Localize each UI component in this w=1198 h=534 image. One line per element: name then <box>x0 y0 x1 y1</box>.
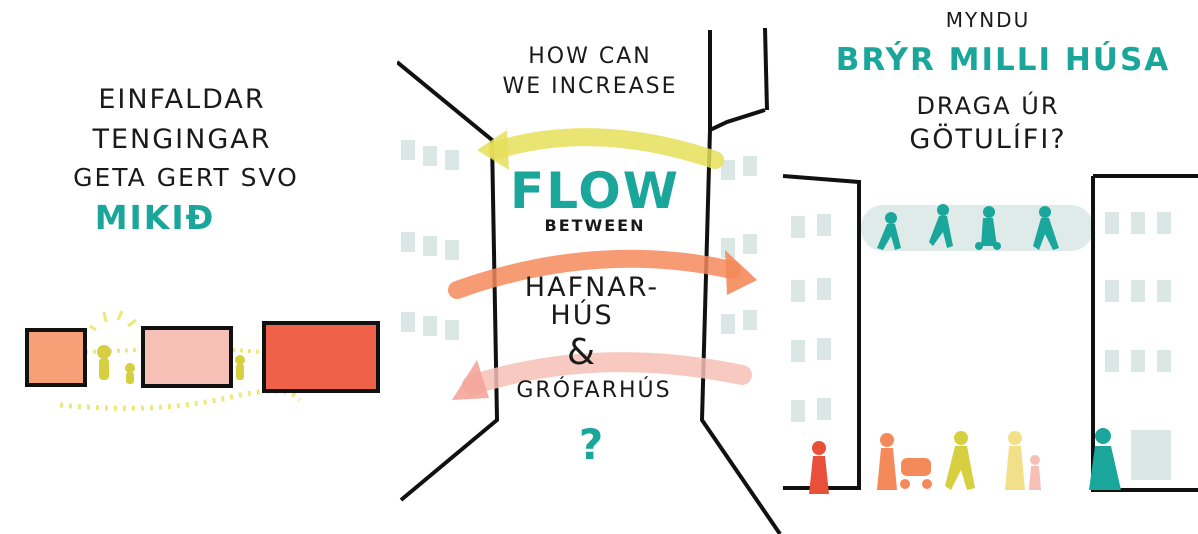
panel1-line-1: EINFALDAR <box>98 84 266 115</box>
panel1-highlight: MIKIÐ <box>94 198 216 237</box>
building-box-pink <box>141 326 233 388</box>
panel2-place1-1: HAFNAR- <box>524 272 660 303</box>
building-windows-left <box>791 214 831 422</box>
panel1-drawing <box>25 310 380 411</box>
panel2-flow: FLOW <box>510 162 680 220</box>
person-icon <box>929 204 953 248</box>
person-icon <box>809 441 829 494</box>
flow-arrow-orange <box>448 249 741 299</box>
panel-simple-connections: EINFALDAR TENGINGAR GETA GERT SVO MIKIÐ <box>0 0 395 534</box>
person-icon <box>1029 455 1041 490</box>
person-icon <box>97 345 111 380</box>
panel-bridges: MYNDU BRÝR MILLI HÚSA DRAGA ÚR GÖTULÍFI? <box>783 0 1198 534</box>
person-icon <box>235 355 245 380</box>
panel2-drawing <box>397 27 782 534</box>
flow-arrow-pink <box>462 352 752 395</box>
panel2-ampersand: & <box>566 332 598 373</box>
person-icon <box>1089 428 1121 490</box>
panel2-between: BETWEEN <box>544 216 646 235</box>
panel3-line-1: DRAGA ÚR <box>916 92 1060 120</box>
panel3-highlight: BRÝR MILLI HÚSA <box>835 42 1171 78</box>
building-windows-right <box>721 156 757 334</box>
person-icon <box>877 212 901 250</box>
panel1-line-2: TENGINGAR <box>92 124 272 155</box>
building-windows-left <box>401 140 459 340</box>
person-icon <box>975 206 1001 250</box>
building-windows-right <box>1105 212 1171 480</box>
panel2-intro-2: WE INCREASE <box>502 74 678 99</box>
panel2-place1-2: HÚS <box>550 300 614 331</box>
panel1-line-3: GETA GERT SVO <box>73 163 299 192</box>
person-icon <box>945 431 975 490</box>
person-icon <box>877 433 932 490</box>
sparkle-icon <box>89 310 137 332</box>
building-box-red <box>262 321 380 393</box>
panel2-place2: GRÓFARHÚS <box>516 378 672 403</box>
panel3-line-2: GÖTULÍFI? <box>909 124 1067 155</box>
flow-arrow-yellow <box>488 128 724 169</box>
person-icon <box>125 363 135 384</box>
person-icon <box>1033 206 1059 250</box>
person-icon <box>1005 431 1025 490</box>
panel-flow-between: HOW CAN WE INCREASE FLOW BETWEEN HAFNAR-… <box>397 0 783 534</box>
panel3-top: MYNDU <box>945 8 1031 32</box>
panel2-question: ? <box>578 420 606 469</box>
dotted-path <box>59 388 303 411</box>
panel3-drawing <box>783 174 1198 494</box>
building-box-orange <box>25 328 87 387</box>
panel2-intro-1: HOW CAN <box>528 44 652 69</box>
